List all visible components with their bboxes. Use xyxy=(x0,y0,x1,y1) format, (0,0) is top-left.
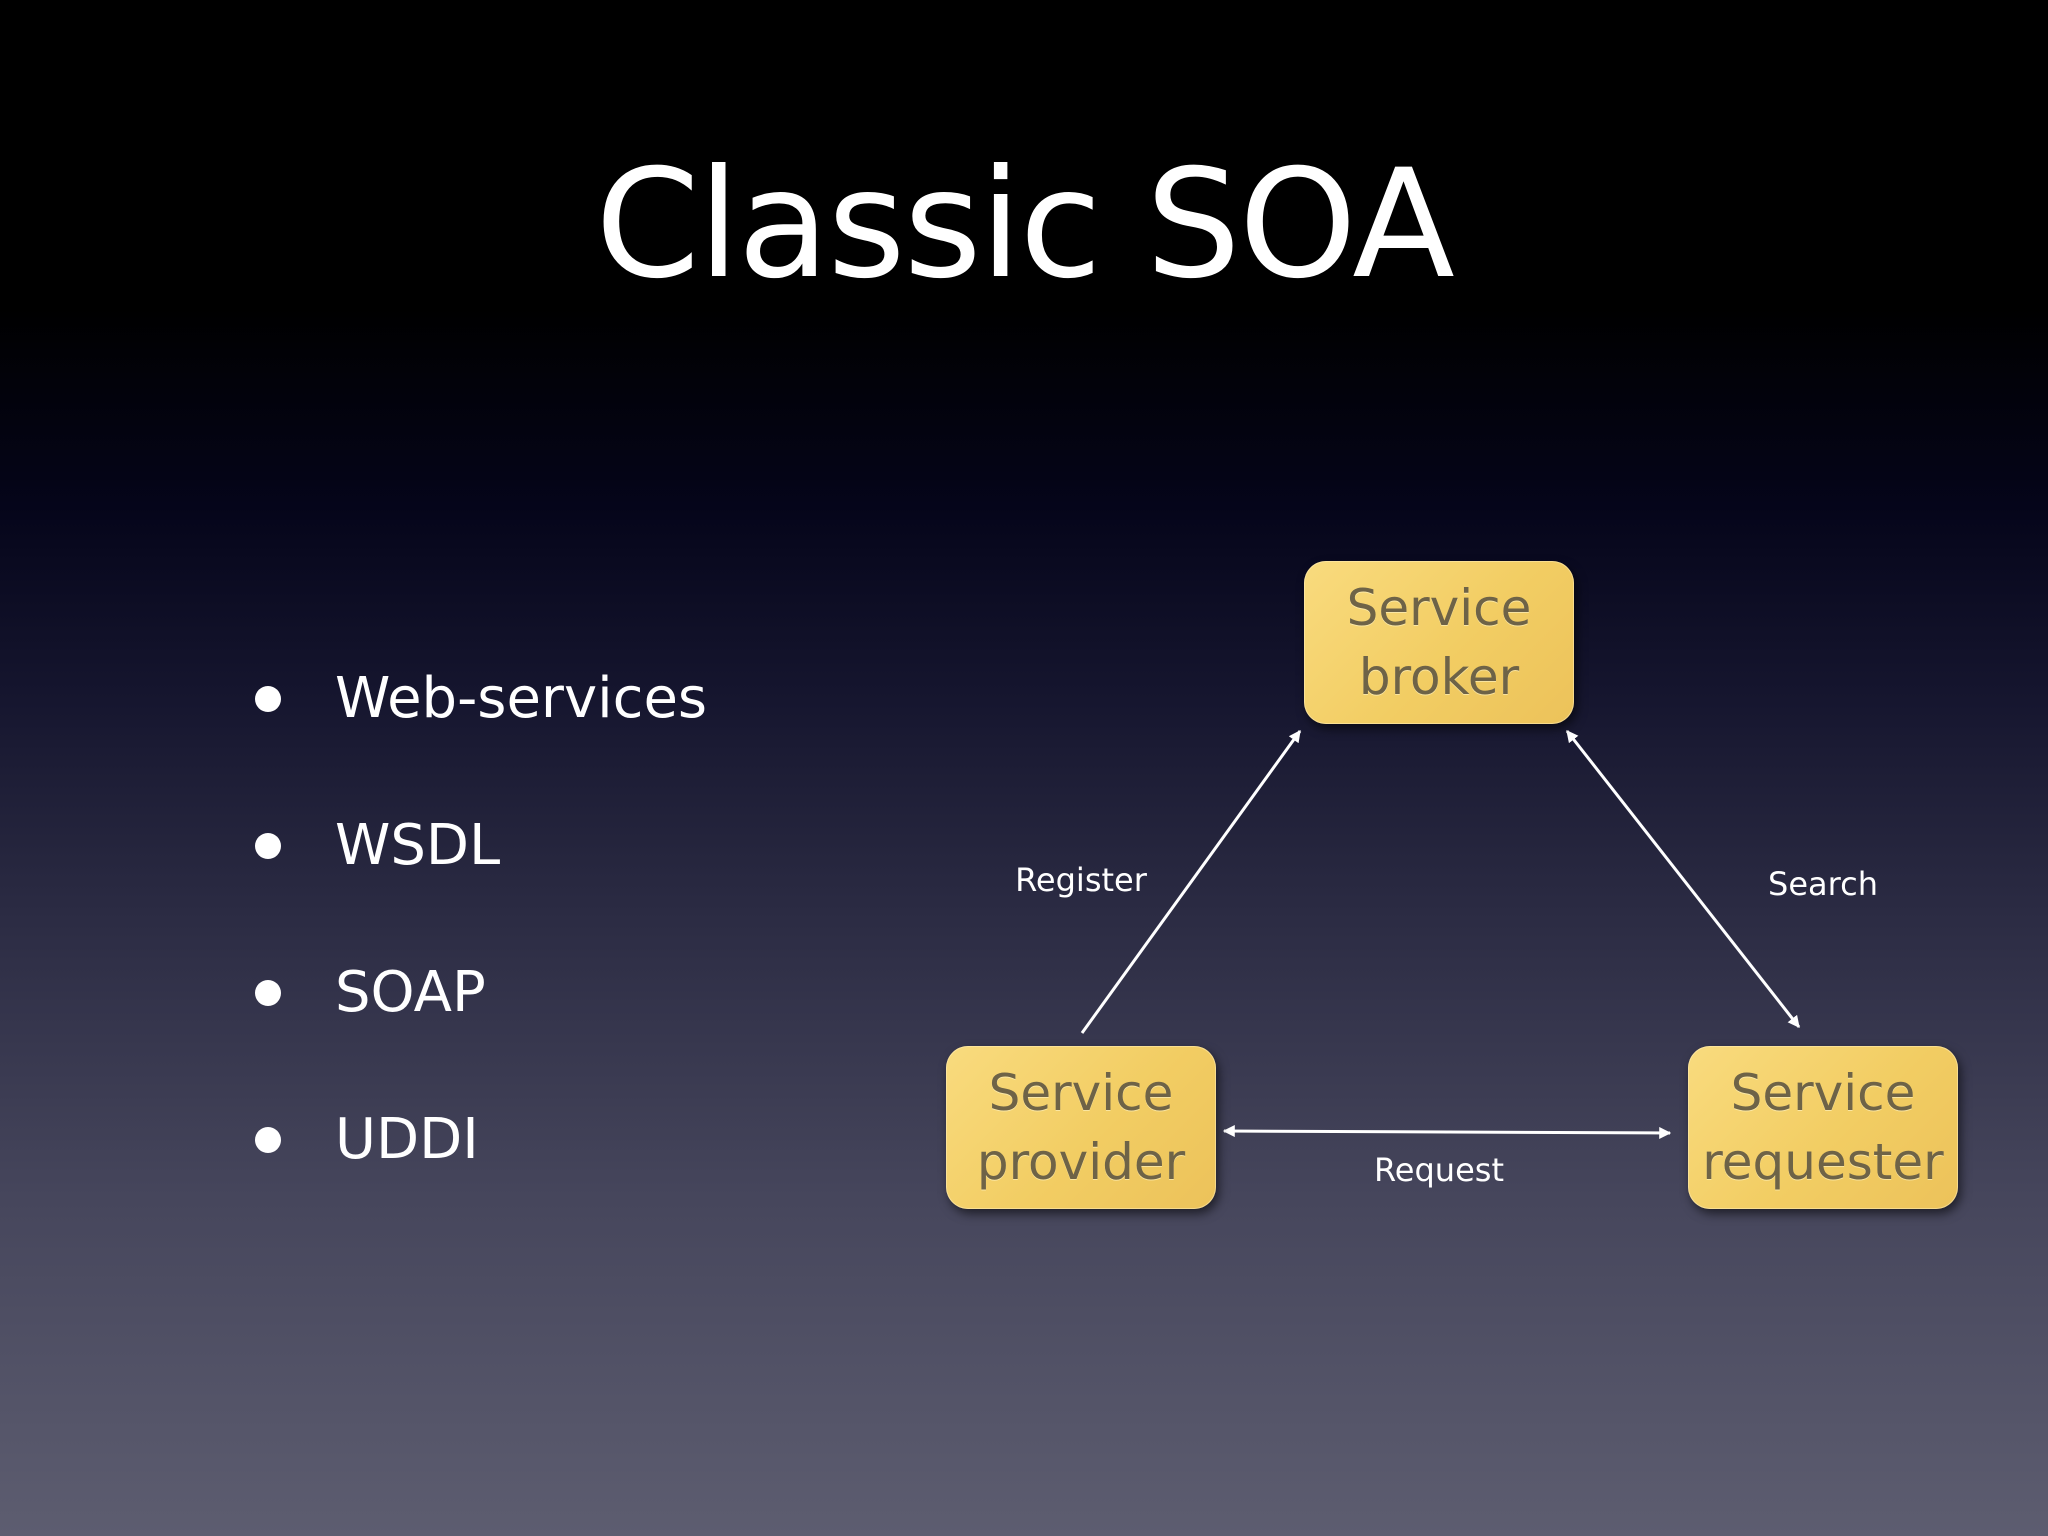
service-broker-node: Service broker xyxy=(1304,561,1574,724)
bullet-list: Web-services WSDL SOAP UDDI xyxy=(255,625,707,1213)
bullet-dot-icon xyxy=(255,1126,281,1153)
node-label-line1: Service xyxy=(1346,578,1532,637)
node-label-line2: requester xyxy=(1702,1132,1944,1191)
request-arrow xyxy=(1222,1125,1672,1139)
bullet-item: UDDI xyxy=(255,1066,707,1213)
bullet-text: UDDI xyxy=(335,1107,479,1172)
bullet-text: Web-services xyxy=(335,666,708,731)
node-label-line1: Service xyxy=(1730,1063,1916,1122)
bullet-item: Web-services xyxy=(255,625,707,772)
bullet-item: WSDL xyxy=(255,772,707,919)
request-label: Request xyxy=(1374,1151,1504,1189)
bullet-text: SOAP xyxy=(335,960,486,1025)
bullet-dot-icon xyxy=(255,832,281,859)
service-provider-node: Service provider xyxy=(946,1046,1216,1209)
node-label-line2: broker xyxy=(1358,647,1520,706)
search-label: Search xyxy=(1768,865,1878,903)
register-label: Register xyxy=(1015,861,1147,899)
bullet-dot-icon xyxy=(255,685,281,712)
bullet-dot-icon xyxy=(255,979,281,1006)
node-label-line2: provider xyxy=(976,1132,1186,1191)
service-requester-node: Service requester xyxy=(1688,1046,1958,1209)
bullet-text: WSDL xyxy=(335,813,501,878)
slide-title: Classic SOA xyxy=(595,138,1455,312)
search-arrow xyxy=(1565,730,1801,1028)
node-label-line1: Service xyxy=(988,1063,1174,1122)
bullet-item: SOAP xyxy=(255,919,707,1066)
